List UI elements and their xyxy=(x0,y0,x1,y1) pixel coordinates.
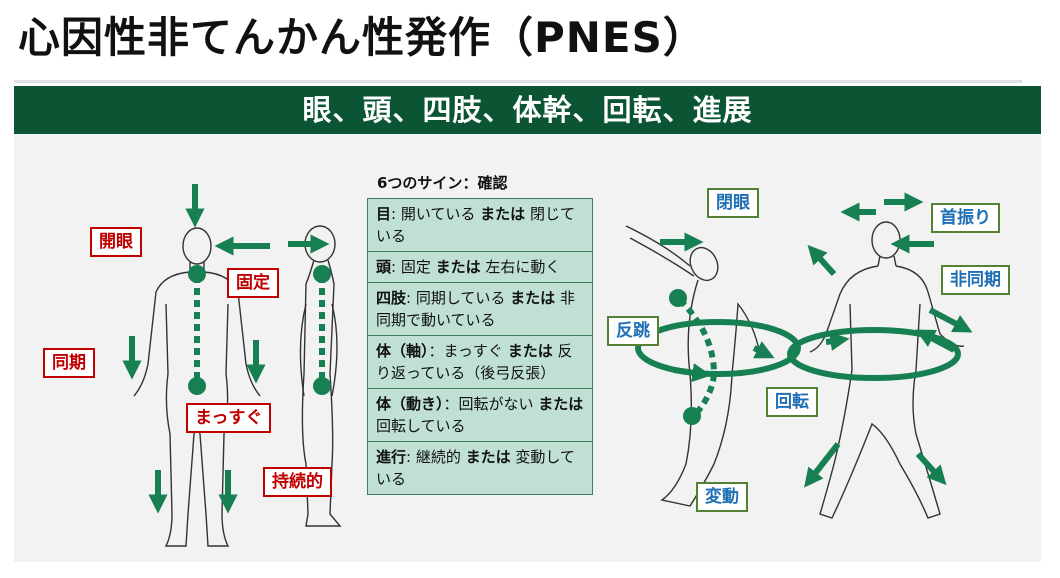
label-fixed: 固定 xyxy=(227,268,279,298)
label-closed-eyes: 閉眼 xyxy=(707,188,759,218)
label-arching: 反跳 xyxy=(607,316,659,346)
page-title: 心因性非てんかん性発作（PNES） xyxy=(18,13,706,62)
spine-dotted-lines xyxy=(194,276,718,419)
section-banner: 眼、頭、四肢、体幹、回転、進展 xyxy=(14,86,1041,134)
sign-row-body-motion: 体（動き）：回転がない または 回転している xyxy=(367,388,593,442)
sign-row-head: 頭: 固定 または 左右に動く xyxy=(367,251,593,283)
label-head-shake: 首振り xyxy=(931,203,1000,233)
label-fluctuating: 変動 xyxy=(696,482,748,512)
label-open-eyes: 開眼 xyxy=(90,227,142,257)
spine-end-dots xyxy=(188,265,701,425)
side-body-figure xyxy=(299,225,342,527)
rotation-ellipses xyxy=(635,319,961,381)
sign-row-eyes: 目: 開いている または 閉じている xyxy=(367,198,593,252)
label-asynchronous: 非同期 xyxy=(941,265,1010,295)
sign-table-title: 6つのサイン：確認 xyxy=(377,174,508,192)
label-synchronous: 同期 xyxy=(43,348,95,378)
sign-row-body-axis: 体（軸）：まっすぐ または 反り返っている（後弓反張） xyxy=(367,335,593,389)
sign-table: 目: 開いている または 閉じている 頭: 固定 または 左右に動く 四肢: 同… xyxy=(367,198,593,495)
movement-arrows xyxy=(122,184,973,514)
sign-row-progression: 進行: 継続的 または 変動している xyxy=(367,441,593,495)
sign-row-limbs: 四肢: 同期している または 非同期で動いている xyxy=(367,282,593,336)
label-rotation: 回転 xyxy=(766,387,818,417)
arching-body-figure xyxy=(625,225,761,507)
title-divider xyxy=(14,80,1022,83)
label-continuous: 持続的 xyxy=(263,467,332,497)
label-straight: まっすぐ xyxy=(186,403,272,433)
